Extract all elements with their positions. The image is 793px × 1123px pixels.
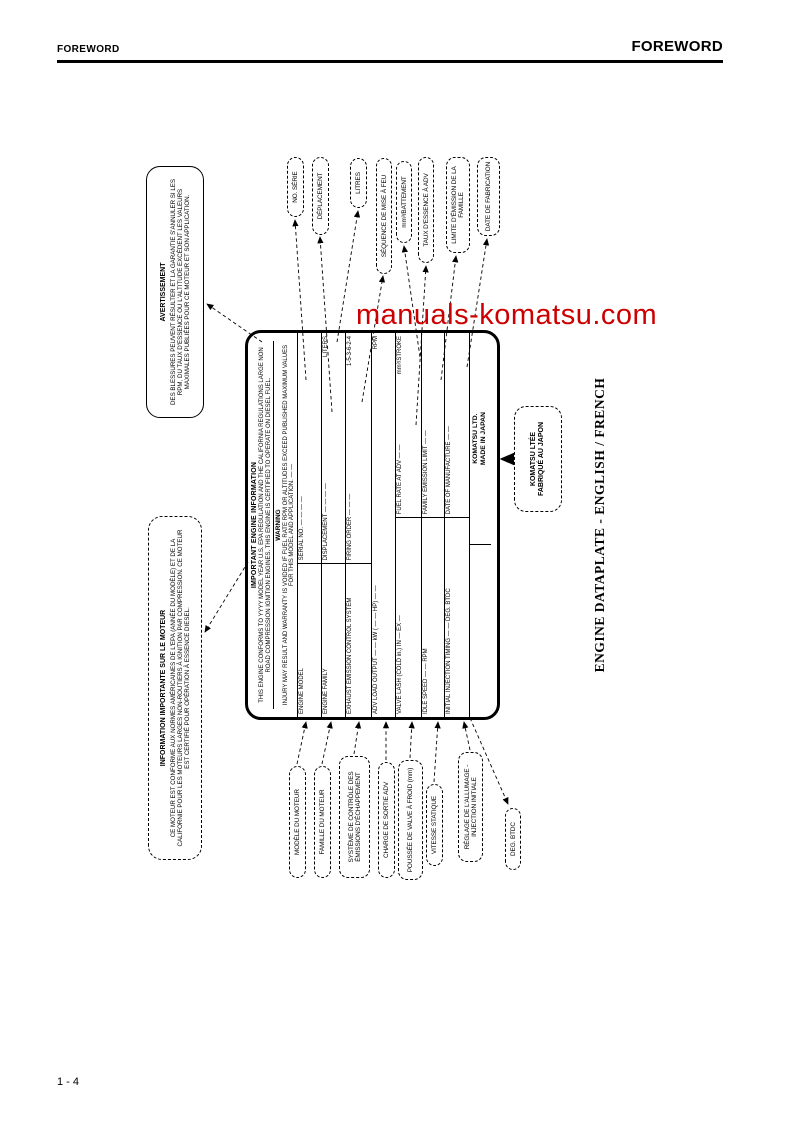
label-pill-reglage-allumage: RÉGLAGE DE L'ALLUMAGE - INJECTION INITIA… bbox=[458, 752, 483, 862]
callout-text: CE MOTEUR EST CONFORME AUX NORMES AMÉRIC… bbox=[169, 529, 191, 847]
label-pill-no-serie: NO. SÉRIE bbox=[287, 157, 304, 217]
label-pill-deg-btdc: DEG. BTDC bbox=[505, 808, 521, 870]
watermark-text: manuals-komatsu.com bbox=[356, 299, 658, 331]
page-number: 1 - 4 bbox=[57, 1076, 80, 1088]
header-rule bbox=[57, 60, 723, 63]
label-pill-mm3-battement: mm³/BATTEMENT bbox=[396, 161, 412, 243]
label-pill-litres: LITRES bbox=[350, 158, 367, 208]
diagram-caption: ENGINE DATAPLATE - ENGLISH / FRENCH bbox=[592, 377, 607, 673]
engine-dataplate-diagram: IMPORTANT ENGINE INFORMATION THIS ENGINE… bbox=[140, 150, 630, 880]
callout-information-importante: INFORMATION IMPORTANTE SUR LE MOTEUR CE … bbox=[148, 516, 202, 860]
label-pill-famille-du-moteur: FAMILLE DU MOTEUR bbox=[314, 766, 331, 878]
label-pill-vitesse-statique: VITESSE STATIQUE bbox=[426, 784, 443, 866]
label-pill-modele-du-moteur: MODÈLE DU MOTEUR bbox=[289, 766, 306, 878]
label-pill-systeme-emissions: SYSTÈME DE CONTRÔLE DES ÉMISSIONS D'ÉCHA… bbox=[339, 756, 370, 878]
callout-avertissement: AVERTISSEMENT DES BLESSURES PEUVENT RÉSU… bbox=[146, 166, 204, 418]
label-pill-charge-sortie-adv: CHARGE DE SORTIE ADV bbox=[378, 762, 395, 878]
label-pill-limite-emission: LIMITE D'ÉMISSION DE LA FAMILLE bbox=[446, 157, 470, 253]
callout-text: DES BLESSURES PEUVENT RÉSULTER ET LA GAR… bbox=[169, 178, 191, 406]
label-pill-deplacement: DÉPLACEMENT bbox=[312, 157, 329, 235]
callout-title: AVERTISSEMENT bbox=[159, 262, 167, 322]
callout-title: INFORMATION IMPORTANTE SUR LE MOTEUR bbox=[159, 609, 167, 767]
callout-komatsu-ltee: KOMATSU LTÉE FABRIQUÉ AU JAPON bbox=[514, 406, 562, 512]
label-pill-taux-essence-adv: TAUX D'ESSENCE À ADV bbox=[418, 157, 434, 263]
label-pill-date-fabrication: DATE DE FABRICATION bbox=[477, 157, 500, 236]
header-foreword-left: FOREWORD bbox=[57, 44, 120, 55]
label-pill-sequence-mise-a-feu: SÉQUENCE DE MISE À FEU bbox=[376, 158, 392, 274]
label-pill-poussee-valve: POUSSÉE DE VALVE À FROID (mm) bbox=[398, 760, 423, 880]
header-foreword-right: FOREWORD bbox=[631, 38, 723, 55]
komatsu-origin: FABRIQUÉ AU JAPON bbox=[538, 421, 545, 497]
komatsu-name: KOMATSU LTÉE bbox=[529, 431, 537, 487]
